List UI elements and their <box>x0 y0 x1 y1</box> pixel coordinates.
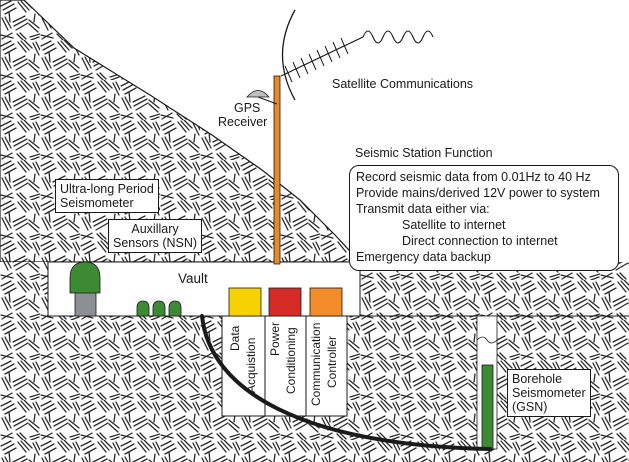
aux-sensor <box>168 300 182 317</box>
station-function-title: Seismic Station Function <box>355 146 493 160</box>
data-acquisition-label-line1: Data <box>228 325 242 351</box>
borehole-label-line3: (GSN) <box>512 400 548 414</box>
power-conditioning-box <box>268 287 302 317</box>
communication-controller-label-line1: Communication <box>309 322 323 406</box>
function-line-power: Provide mains/derived 12V power to syste… <box>356 186 600 200</box>
borehole-label-line1: Borehole <box>512 372 563 386</box>
ulp-pedestal <box>74 290 97 317</box>
satellite-dish <box>281 9 296 101</box>
antenna-boom <box>280 36 364 77</box>
aux-label-line1: Auxillary <box>131 222 179 236</box>
satellite-communications-label: Satellite Communications <box>332 77 474 91</box>
data-acquisition-label-line2: Acquistion <box>244 337 258 393</box>
auxiliary-sensors-label: Auxillary Sensors (NSN) <box>108 219 203 253</box>
aux-sensor <box>152 300 166 317</box>
antenna-elements <box>284 37 349 83</box>
power-conditioning-label-line2: Conditioning <box>284 327 298 394</box>
borehole-shaft-break <box>476 336 498 344</box>
ulp-seismometer <box>69 261 101 294</box>
function-line-satellite: Satellite to internet <box>402 218 506 232</box>
antenna-mast <box>273 75 281 265</box>
function-line-transmit: Transmit data either via: <box>356 202 490 216</box>
aux-sensor <box>136 300 150 317</box>
comm-cable <box>200 314 492 451</box>
borehole-seismometer <box>481 364 494 450</box>
gps-label-line2: Receiver <box>218 115 268 129</box>
ulp-seismometer-label: Ultra-long Period Seismometer <box>55 179 159 213</box>
communication-controller-box <box>309 287 343 317</box>
gps-receiver-dome <box>246 90 270 98</box>
gps-mount <box>257 96 278 105</box>
gps-label-line1: GPS <box>234 101 261 115</box>
ulp-label-line2: Seismometer <box>60 196 134 210</box>
function-line-record: Record seismic data from 0.01Hz to 40 Hz <box>356 170 591 184</box>
communication-controller-label-line2: Controller <box>325 335 339 388</box>
ulp-label-line1: Ultra-long Period <box>60 182 154 196</box>
aux-label-line2: Sensors (NSN) <box>113 236 198 250</box>
radio-wave <box>362 30 434 44</box>
power-conditioning-label-line1: Power <box>268 321 282 356</box>
borehole-label-line2: Seismometer <box>512 386 586 400</box>
station-function-box: Record seismic data from 0.01Hz to 40 Hz… <box>349 165 619 271</box>
function-line-direct: Direct connection to internet <box>402 234 558 248</box>
function-line-backup: Emergency data backup <box>356 250 491 264</box>
vault-label: Vault <box>178 271 208 286</box>
borehole-seismometer-label: Borehole Seismometer (GSN) <box>507 369 591 417</box>
data-acquisition-box <box>228 287 262 317</box>
